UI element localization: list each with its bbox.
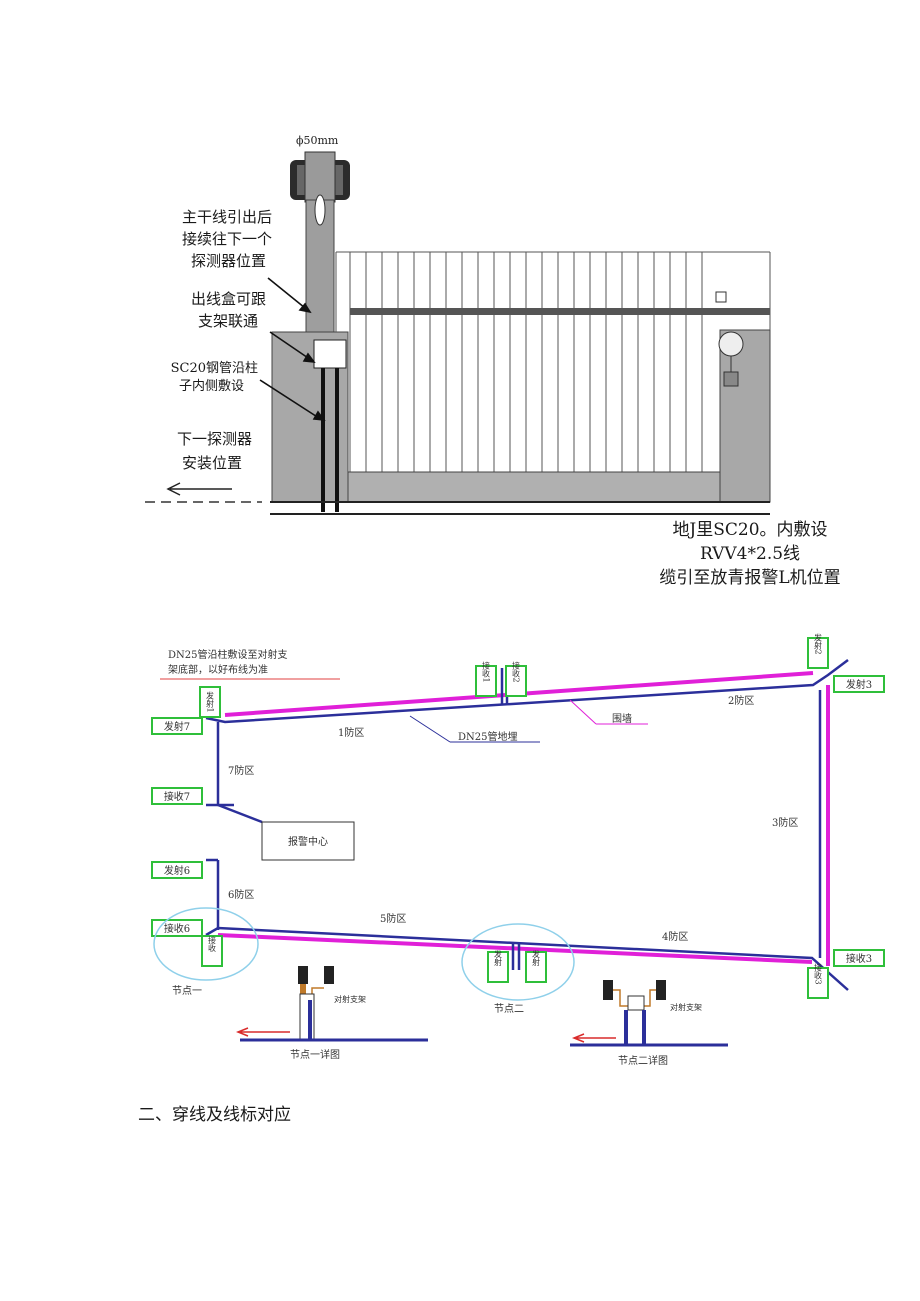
- svg-text:节点二详图: 节点二详图: [618, 1054, 668, 1067]
- junction-box: [313, 339, 347, 369]
- fence-pickets: [335, 251, 771, 472]
- svg-text:出线盒可跟: 出线盒可跟: [191, 290, 266, 308]
- svg-text:节点一: 节点一: [172, 985, 202, 997]
- svg-text:节点二: 节点二: [494, 1003, 524, 1015]
- svg-text:报警中心: 报警中心: [288, 835, 328, 848]
- svg-text:接收7: 接收7: [164, 790, 190, 803]
- buried-pipe: [205, 659, 849, 991]
- svg-text:接收6: 接收6: [164, 922, 190, 935]
- svg-text:发射: 发射: [532, 949, 541, 967]
- alarm-center-box: [261, 821, 355, 861]
- svg-text:接收: 接收: [208, 935, 217, 953]
- node1-circle: [153, 907, 259, 981]
- installation-diagram: ϕ50mm: [145, 134, 771, 515]
- svg-text:发射1: 发射1: [206, 690, 215, 712]
- svg-text:围墙: 围墙: [612, 712, 632, 725]
- svg-text:发射2: 发射2: [814, 632, 823, 654]
- section-heading: 二、穿线及线标对应: [138, 1105, 291, 1125]
- svg-text:发射3: 发射3: [846, 678, 872, 691]
- fig1-annotations: 主干线引出后 接续往下一个 探测器位置 出线盒可跟 支架联通 SC20钢管沿柱 …: [171, 208, 272, 472]
- svg-text:1防区: 1防区: [338, 726, 364, 739]
- svg-text:SC20钢管沿柱: SC20钢管沿柱: [171, 361, 258, 376]
- svg-text:2防区: 2防区: [728, 694, 754, 707]
- svg-text:接收3: 接收3: [814, 962, 823, 984]
- svg-text:发射7: 发射7: [164, 720, 190, 733]
- svg-text:发射6: 发射6: [164, 864, 190, 877]
- svg-text:6防区: 6防区: [228, 888, 254, 901]
- svg-text:DN25管沿柱敷设至对射支: DN25管沿柱敷设至对射支: [168, 648, 288, 661]
- svg-text:下一探测器: 下一探测器: [177, 430, 252, 448]
- pipe-diameter-label: ϕ50mm: [296, 134, 339, 147]
- fig1-caption: 地J里SC20。内敷设 RVV4*2.5线 缆引至放青报警L机位置: [659, 520, 841, 588]
- svg-text:接收1: 接收1: [482, 660, 491, 682]
- svg-text:5防区: 5防区: [380, 912, 406, 925]
- svg-text:发射: 发射: [494, 949, 503, 967]
- svg-text:对射支架: 对射支架: [670, 1002, 702, 1012]
- svg-text:7防区: 7防区: [228, 764, 254, 777]
- svg-text:对射支架: 对射支架: [334, 994, 366, 1004]
- right-detector: [718, 331, 744, 387]
- svg-text:4防区: 4防区: [662, 930, 688, 943]
- svg-text:节点一详图: 节点一详图: [290, 1048, 340, 1061]
- svg-text:接收3: 接收3: [846, 952, 872, 965]
- svg-text:探测器位置: 探测器位置: [191, 252, 266, 270]
- fence-rail: [350, 308, 770, 315]
- node2-detail: 对射支架 节点二详图: [570, 980, 728, 1067]
- zone-labels: 1防区 2防区 3防区 4防区 5防区 6防区 7防区: [228, 694, 798, 943]
- svg-text:支架联通: 支架联通: [198, 312, 258, 330]
- svg-text:架底部，以好布线为准: 架底部，以好布线为准: [168, 663, 268, 676]
- zone-plan-diagram: DN25管沿柱敷设至对射支 架底部，以好布线为准 报警中心: [151, 632, 885, 1067]
- svg-text:3防区: 3防区: [772, 816, 798, 829]
- svg-text:DN25管地埋: DN25管地埋: [458, 730, 518, 743]
- fence-base: [347, 471, 721, 503]
- svg-text:主干线引出后: 主干线引出后: [182, 208, 272, 226]
- device-tags: 发射1 发射7 接收7 发射6 接收6 接收 接收1 接收2 发射2 发射3 接…: [151, 632, 885, 999]
- right-column: [719, 329, 771, 503]
- svg-text:安装位置: 安装位置: [182, 454, 242, 472]
- node2-circle: [461, 923, 575, 1001]
- detector-head: [290, 151, 350, 203]
- svg-text:接续往下一个: 接续往下一个: [182, 230, 272, 248]
- node1-detail: 对射支架 节点一详图: [235, 966, 428, 1061]
- svg-text:接收2: 接收2: [512, 660, 521, 682]
- svg-text:子内侧敷设: 子内侧敷设: [179, 378, 244, 394]
